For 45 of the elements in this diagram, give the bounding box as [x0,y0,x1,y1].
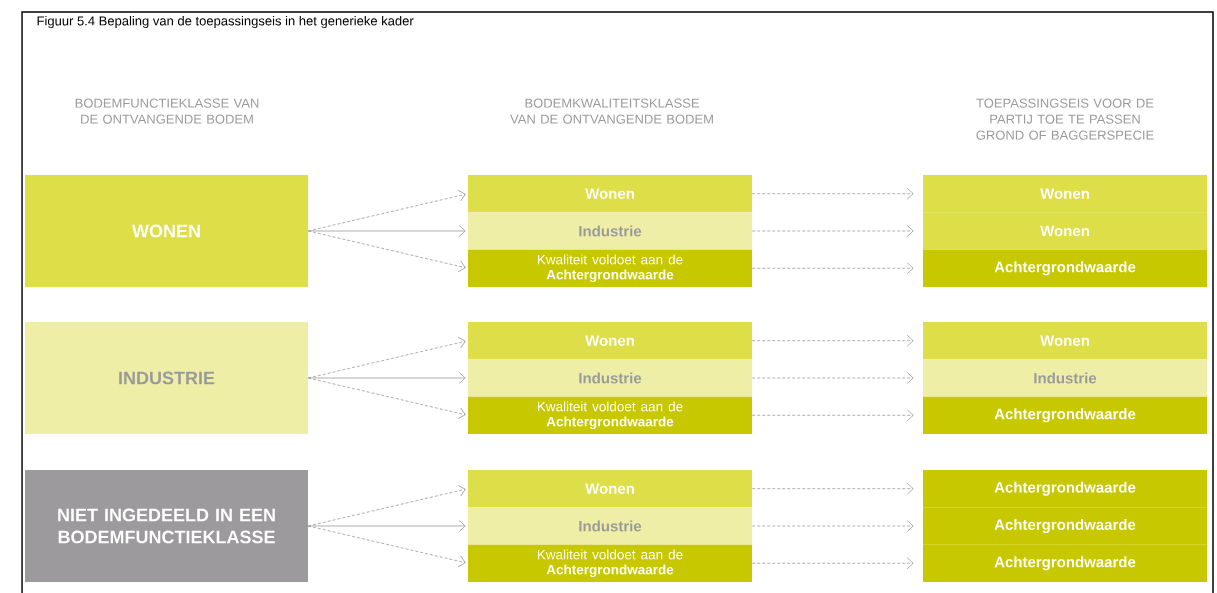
class-band: Achtergrondwaarde [923,470,1207,508]
arrow [751,225,914,237]
figure-title: Figuur 5.4 Bepaling van de toepassingseis in het generieke kader [37,15,414,29]
node-label: Achtergrondwaarde [994,481,1136,496]
class-band: Achtergrondwaarde [923,544,1207,582]
column-header: TOEPASSINGSEIS VOOR DE PARTIJ TOE TE PASSEN GROND OF BAGGERSPECIE [976,98,1154,140]
arrow [751,409,914,422]
class-band: Kwaliteit voldoet aan de Achtergrondwaarde [468,396,752,434]
class-band: Wonen [468,322,752,360]
column-header: BODEMKWALITEITSKLASSE VAN DE ONTVANGENDE BODEM [510,98,713,124]
class-band: Wonen [923,175,1207,213]
node-label: Achtergrondwaarde [994,518,1136,534]
arrow [751,557,914,570]
node-label: Wonen [1040,188,1089,199]
arrow [307,525,466,568]
class-band: Wonen [468,470,752,508]
arrow [307,377,466,420]
class-band: Wonen [923,212,1207,250]
arrow [751,520,914,532]
class-box: INDUSTRIE [25,322,308,434]
class-band: Industrie [468,212,752,250]
class-band: Kwaliteit voldoet aan de Achtergrondwaarde [468,249,752,287]
arrow [307,230,466,273]
class-band: Achtergrondwaarde [923,249,1207,287]
class-box: NIET INGEDEELD IN EEN BODEMFUNCTIEKLASSE [25,470,308,582]
class-band: Wonen [468,175,752,213]
arrow [307,225,466,237]
node-label: Achtergrondwaarde [994,556,1136,571]
class-band: Industrie [468,507,752,545]
arrow [307,372,466,384]
column-header: BODEMFUNCTIEKLASSE VAN DE ONTVANGENDE BODEM [75,98,259,124]
arrow [751,372,914,384]
node-label: Wonen [1040,225,1089,237]
class-box: WONEN [25,175,308,287]
arrow [307,520,466,532]
class-band: Wonen [923,322,1207,360]
class-band: Achtergrondwaarde [923,507,1207,545]
arrow [751,334,914,347]
arrow [751,482,914,495]
arrow [751,187,914,200]
class-band: Kwaliteit voldoet aan de Achtergrondwaarde [468,544,752,582]
class-band: Industrie [468,359,752,397]
arrow [751,262,914,275]
class-band: Achtergrondwaarde [923,396,1207,434]
class-band: Industrie [923,359,1207,397]
